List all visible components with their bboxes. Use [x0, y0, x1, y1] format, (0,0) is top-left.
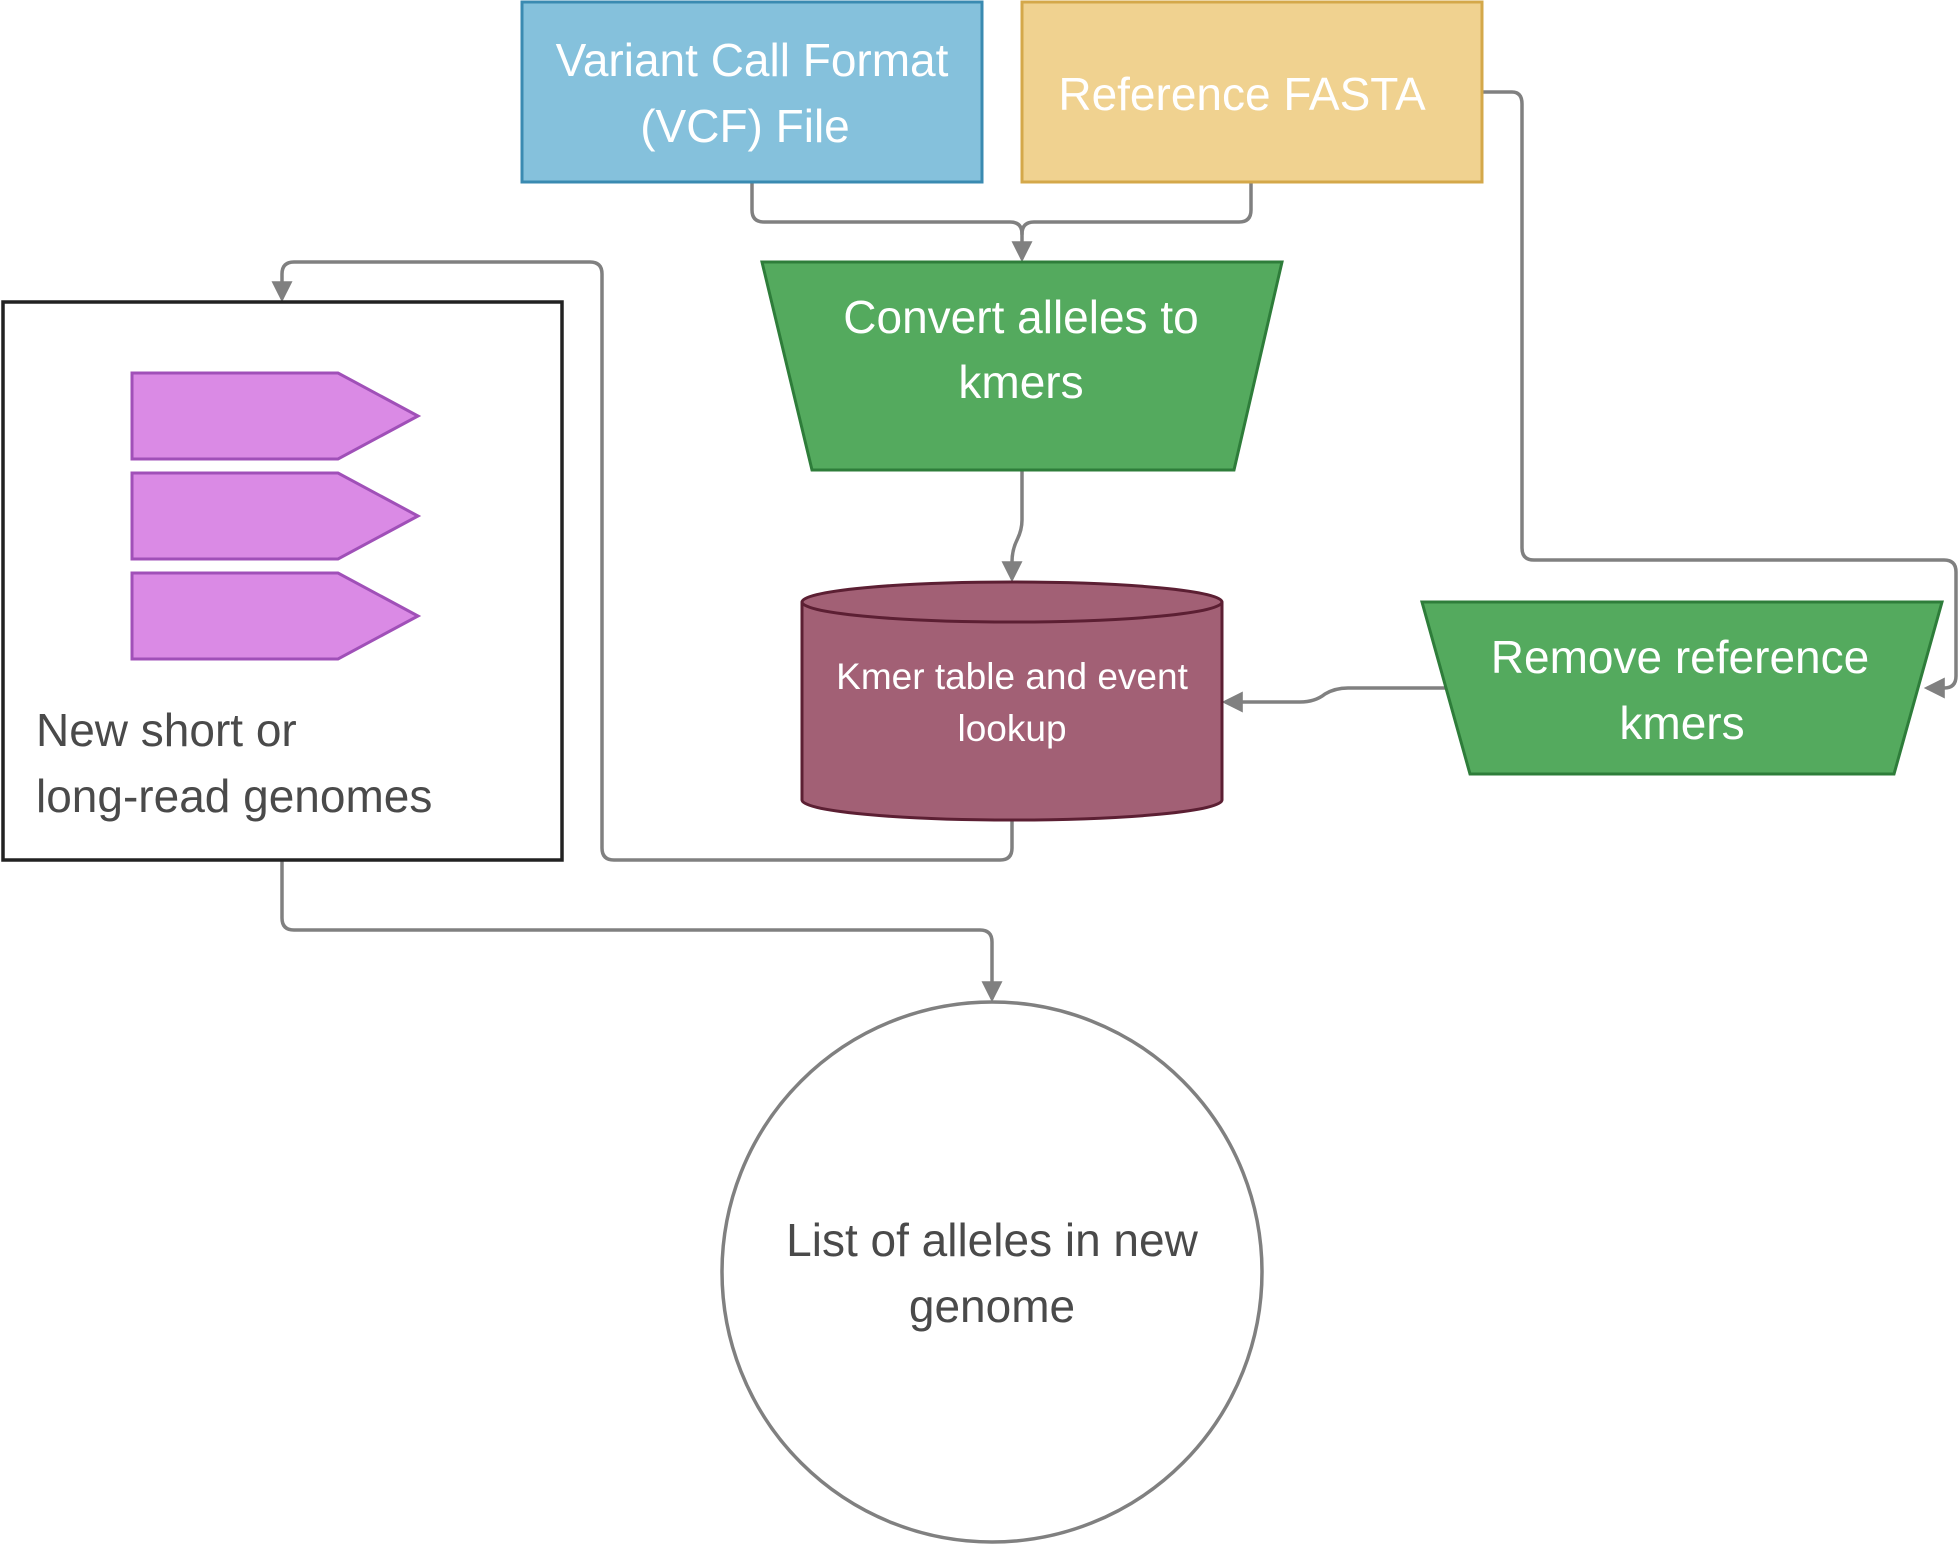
connectors: [271, 90, 1958, 1003]
read-arrow-1: [130, 371, 422, 461]
result-label-line2: genome: [909, 1280, 1075, 1332]
kmer-table-top: [800, 580, 1224, 624]
convert-alleles-label-line1: Convert alleles to: [843, 291, 1198, 343]
vcf-file-label-line1: Variant Call Format: [556, 34, 949, 86]
genomes-node: New short or long-read genomes: [1, 300, 564, 862]
result-label-line1: List of alleles in new: [786, 1214, 1198, 1266]
remove-reference-label-line2: kmers: [1619, 697, 1744, 749]
result-node: List of alleles in new genome: [720, 1000, 1264, 1544]
convert-alleles-label-line2: kmers: [958, 356, 1083, 408]
connector-convert-to-kmer: [1001, 468, 1024, 583]
genomes-label-line1: New short or: [36, 704, 297, 756]
connector-genomes-to-result: [280, 860, 1003, 1003]
remove-reference-label-line1: Remove reference: [1491, 631, 1869, 683]
genomes-label-line2: long-read genomes: [36, 770, 432, 822]
result-circle: [720, 1000, 1264, 1544]
kmer-table-body: [800, 602, 1224, 822]
vcf-file-box: [520, 0, 984, 184]
connector-fasta-to-remove: [1480, 90, 1958, 699]
vcf-file-label-line2: (VCF) File: [640, 100, 850, 152]
reference-fasta-node: Reference FASTA: [1020, 0, 1484, 184]
convert-alleles-shape: [760, 260, 1284, 472]
connector-remove-to-kmer: [1221, 686, 1448, 713]
convert-alleles-node: Convert alleles to kmers: [760, 260, 1284, 472]
kmer-table-node: Kmer table and event lookup: [800, 580, 1224, 822]
reference-fasta-label: Reference FASTA: [1058, 68, 1426, 120]
vcf-file-node: Variant Call Format (VCF) File: [520, 0, 984, 184]
remove-reference-shape: [1420, 600, 1944, 776]
kmer-table-label-line2: lookup: [957, 708, 1066, 749]
kmer-table-label-line1: Kmer table and event: [836, 656, 1188, 697]
read-arrow-3: [130, 571, 422, 661]
read-arrow-2: [130, 471, 422, 561]
connector-fasta-to-convert: [1020, 181, 1253, 236]
connector-kmer-to-genomes: [271, 260, 1014, 862]
connector-vcf-to-convert: [750, 181, 1033, 263]
reference-fasta-box: [1020, 0, 1484, 184]
remove-reference-node: Remove reference kmers: [1420, 600, 1944, 776]
